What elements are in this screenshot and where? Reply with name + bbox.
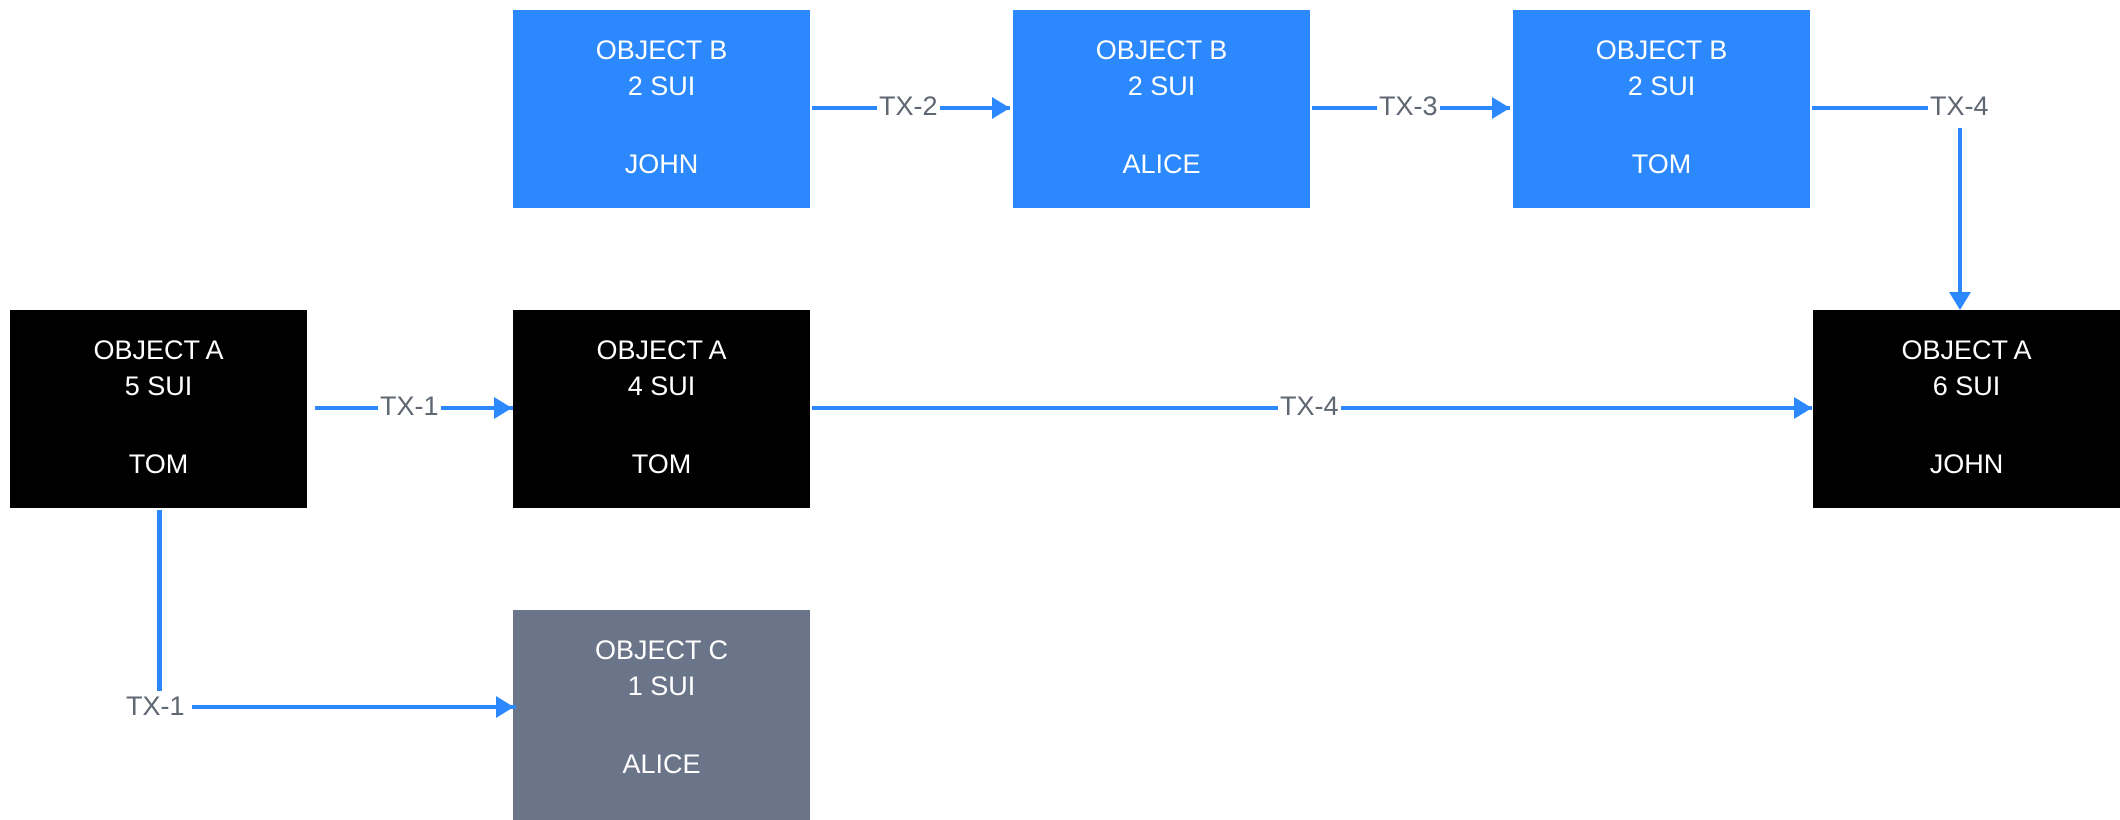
node-owner-label: ALICE — [622, 749, 701, 779]
node-object-label: OBJECT B — [595, 35, 728, 65]
edge-tx-2-arrowhead — [992, 97, 1010, 119]
node-amount-label: 6 SUI — [1932, 371, 2001, 401]
edge-label-tx-1-down: TX-1 — [124, 691, 187, 721]
node-owner-label: TOM — [631, 449, 692, 479]
node-owner-label: ALICE — [1122, 149, 1201, 179]
edge-tx-1-down-horizontal — [192, 705, 516, 709]
edge-label-tx-4-right: TX-4 — [1278, 391, 1341, 421]
edge-label-tx-2: TX-2 — [877, 91, 940, 121]
node-owner-label: JOHN — [624, 149, 699, 179]
node-object-b-john[interactable]: OBJECT B 2 SUI JOHN — [513, 10, 810, 208]
node-object-a-4sui-tom[interactable]: OBJECT A 4 SUI TOM — [513, 310, 810, 508]
edge-label-tx-4-down: TX-4 — [1928, 91, 1991, 121]
edge-tx-4-down-vertical — [1958, 128, 1962, 298]
node-object-a-6sui-john[interactable]: OBJECT A 6 SUI JOHN — [1813, 310, 2120, 508]
node-owner-label: JOHN — [1929, 449, 2004, 479]
node-object-label: OBJECT A — [93, 335, 224, 365]
edge-tx-4-down-horizontal — [1812, 106, 1930, 110]
node-object-label: OBJECT C — [594, 635, 729, 665]
edge-tx-3-arrowhead — [1492, 97, 1510, 119]
node-object-label: OBJECT A — [596, 335, 727, 365]
node-owner-label: TOM — [1631, 149, 1692, 179]
node-object-a-5sui-tom[interactable]: OBJECT A 5 SUI TOM — [10, 310, 307, 508]
node-owner-label: TOM — [128, 449, 189, 479]
node-amount-label: 2 SUI — [627, 71, 696, 101]
node-object-b-tom[interactable]: OBJECT B 2 SUI TOM — [1513, 10, 1810, 208]
edge-tx-4-right-arrowhead — [1794, 397, 1812, 419]
edge-label-tx-3: TX-3 — [1377, 91, 1440, 121]
node-amount-label: 1 SUI — [627, 671, 696, 701]
node-amount-label: 2 SUI — [1627, 71, 1696, 101]
node-object-label: OBJECT B — [1595, 35, 1728, 65]
node-object-b-alice[interactable]: OBJECT B 2 SUI ALICE — [1013, 10, 1310, 208]
node-amount-label: 2 SUI — [1127, 71, 1196, 101]
node-object-label: OBJECT B — [1095, 35, 1228, 65]
node-amount-label: 5 SUI — [124, 371, 193, 401]
edge-tx-1-down-vertical — [157, 510, 162, 708]
edge-label-tx-1-right: TX-1 — [378, 391, 441, 421]
edge-tx-1-right-arrowhead — [494, 397, 512, 419]
node-object-c-alice[interactable]: OBJECT C 1 SUI ALICE — [513, 610, 810, 820]
edge-tx-4-down-arrowhead — [1949, 292, 1971, 310]
node-amount-label: 4 SUI — [627, 371, 696, 401]
edge-tx-1-down-arrowhead — [496, 696, 514, 718]
node-object-label: OBJECT A — [1901, 335, 2032, 365]
